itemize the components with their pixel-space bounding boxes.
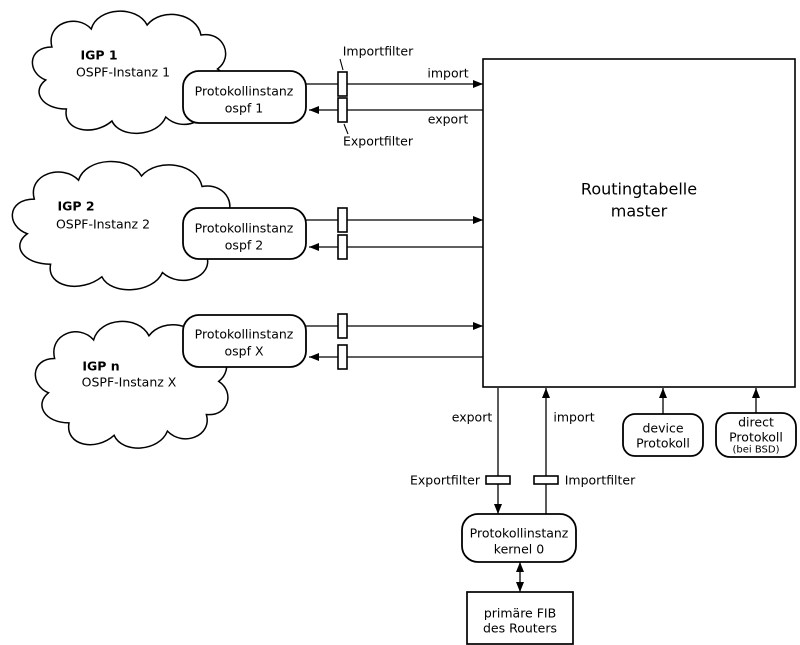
protocol-instance-ospfx-box: [182, 314, 307, 368]
device-protocol-line1: device: [642, 421, 683, 436]
igp-2-title: IGP 2: [57, 199, 94, 214]
fib-line1: primäre FIB: [484, 606, 556, 621]
kernel-box-line1: Protokollinstanz: [470, 526, 569, 541]
ospf2-import-filter-box: [337, 207, 348, 233]
routing-table-line1: Routingtabelle: [581, 180, 697, 199]
igp-2-subtitle: OSPF-Instanz 2: [56, 217, 150, 232]
ospfx-export-filter-box: [337, 344, 348, 370]
ospfx-box-line1: Protokollinstanz: [195, 327, 294, 342]
direct-protocol-line1: direct: [738, 415, 774, 430]
igp-1-title: IGP 1: [80, 48, 117, 63]
protocol-instance-ospf2-box: [182, 207, 307, 260]
ospfx-box-line2: ospf X: [224, 344, 263, 359]
routing-table-line2: master: [611, 202, 668, 221]
ospf2-box-line2: ospf 2: [225, 238, 263, 253]
ospf1-import-filter-box: [337, 71, 348, 97]
kernel-box-line2: kernel 0: [494, 542, 544, 557]
ospf2-export-filter-box: [337, 234, 348, 260]
protocol-instance-kernel-box: [461, 513, 577, 563]
fib-line2: des Routers: [483, 621, 557, 636]
import-top-label: import: [427, 66, 468, 81]
igp-n-title: IGP n: [82, 359, 119, 374]
export-top-label: export: [428, 112, 469, 127]
kernel-export-filter-box: [485, 475, 511, 485]
importfilter-bottom-label: Importfilter: [565, 473, 636, 488]
importfilter-top-label: Importfilter: [343, 44, 414, 59]
direct-protocol-line2: Protokoll: [729, 430, 783, 445]
ospfx-import-filter-box: [337, 313, 348, 339]
exportfilter-bottom-label: Exportfilter: [410, 473, 481, 488]
ospf1-box-line2: ospf 1: [225, 101, 263, 116]
device-protocol-line2: Protokoll: [636, 436, 690, 451]
primary-fib-box: [466, 591, 574, 645]
exportfilter-top-label: Exportfilter: [343, 134, 414, 149]
importfilter-leader-line: [339, 58, 344, 71]
import-bottom-label: import: [553, 410, 594, 425]
direct-protocol-box: [715, 412, 797, 458]
igp-n-subtitle: OSPF-Instanz X: [82, 375, 177, 390]
device-protocol-box: [622, 413, 704, 457]
ospf1-export-filter-box: [337, 97, 348, 123]
protocol-instance-ospf1-box: [182, 70, 307, 124]
igp-1-subtitle: OSPF-Instanz 1: [76, 65, 170, 80]
export-bottom-label: export: [452, 410, 493, 425]
direct-protocol-line3: (bei BSD): [733, 445, 780, 456]
ospf1-box-line1: Protokollinstanz: [195, 84, 294, 99]
routing-table-master-box: [482, 58, 796, 388]
exportfilter-leader-line: [343, 123, 349, 135]
ospf2-box-line1: Protokollinstanz: [195, 221, 294, 236]
kernel-import-filter-box: [533, 475, 559, 485]
